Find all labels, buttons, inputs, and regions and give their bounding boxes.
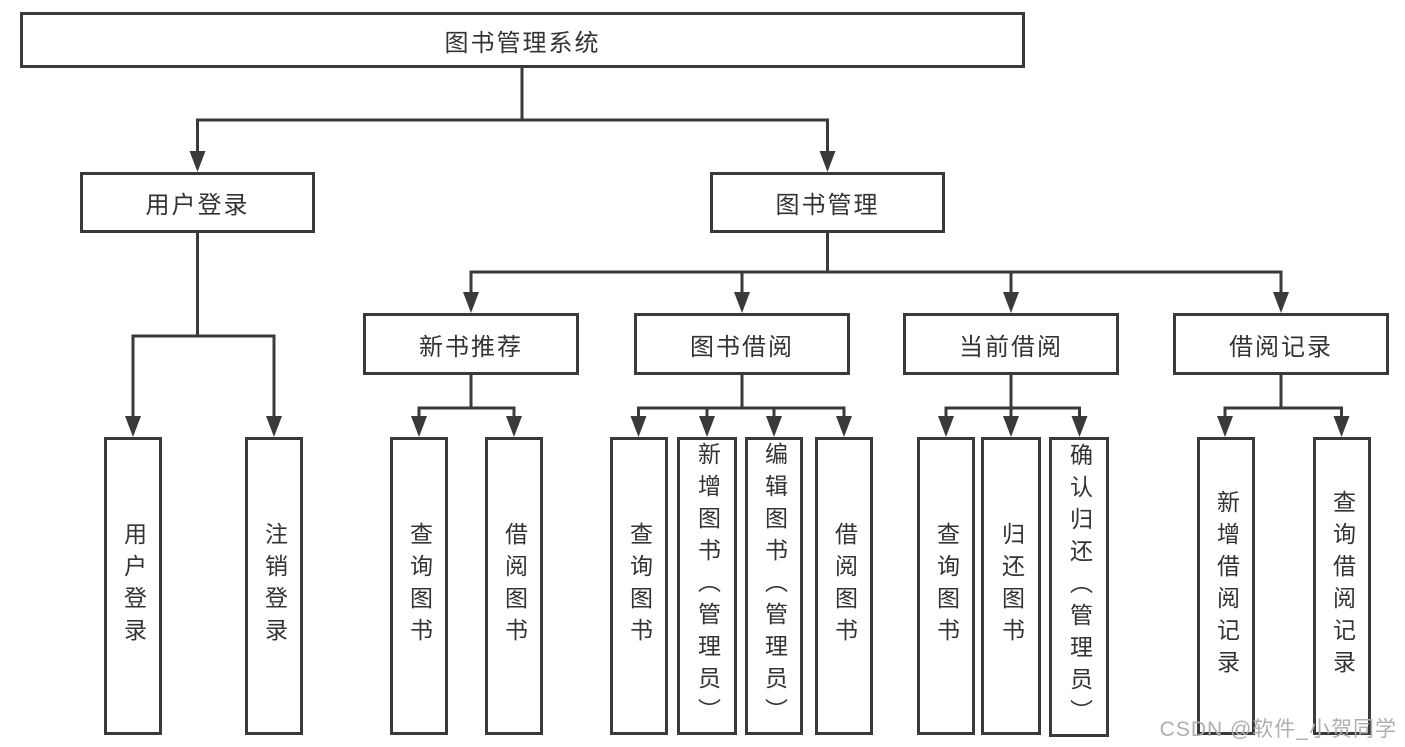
leaf-query-books-recommend: 查询图书 — [390, 437, 448, 735]
leaf-borrow-books-recommend: 借阅图书 — [485, 437, 543, 735]
node-book-borrow: 图书借阅 — [634, 313, 850, 375]
leaf-logout: 注销登录 — [245, 437, 303, 735]
node-book-management: 图书管理 — [710, 172, 945, 233]
node-current-borrow: 当前借阅 — [903, 313, 1119, 375]
leaf-return-books: 归还图书 — [981, 437, 1041, 735]
leaf-confirm-return-admin: 确认归还（管理员） — [1049, 437, 1109, 737]
leaf-query-books-current: 查询图书 — [917, 437, 975, 735]
leaf-edit-books-admin: 编辑图书（管理员） — [745, 437, 803, 735]
leaf-add-borrow-record: 新增借阅记录 — [1197, 437, 1255, 735]
node-borrow-records: 借阅记录 — [1173, 313, 1389, 375]
leaf-query-borrow-record: 查询借阅记录 — [1313, 437, 1371, 735]
leaf-user-login: 用户登录 — [104, 437, 162, 735]
node-new-book-recommend: 新书推荐 — [363, 313, 579, 375]
leaf-borrow-books: 借阅图书 — [815, 437, 873, 735]
node-root: 图书管理系统 — [20, 12, 1025, 68]
node-user-login: 用户登录 — [80, 172, 315, 233]
arrowheads — [125, 151, 1350, 437]
leaf-query-books-borrow: 查询图书 — [610, 437, 668, 735]
watermark: CSDN @软件_小贺同学 — [1159, 718, 1397, 741]
leaf-add-books-admin: 新增图书（管理员） — [677, 437, 737, 735]
